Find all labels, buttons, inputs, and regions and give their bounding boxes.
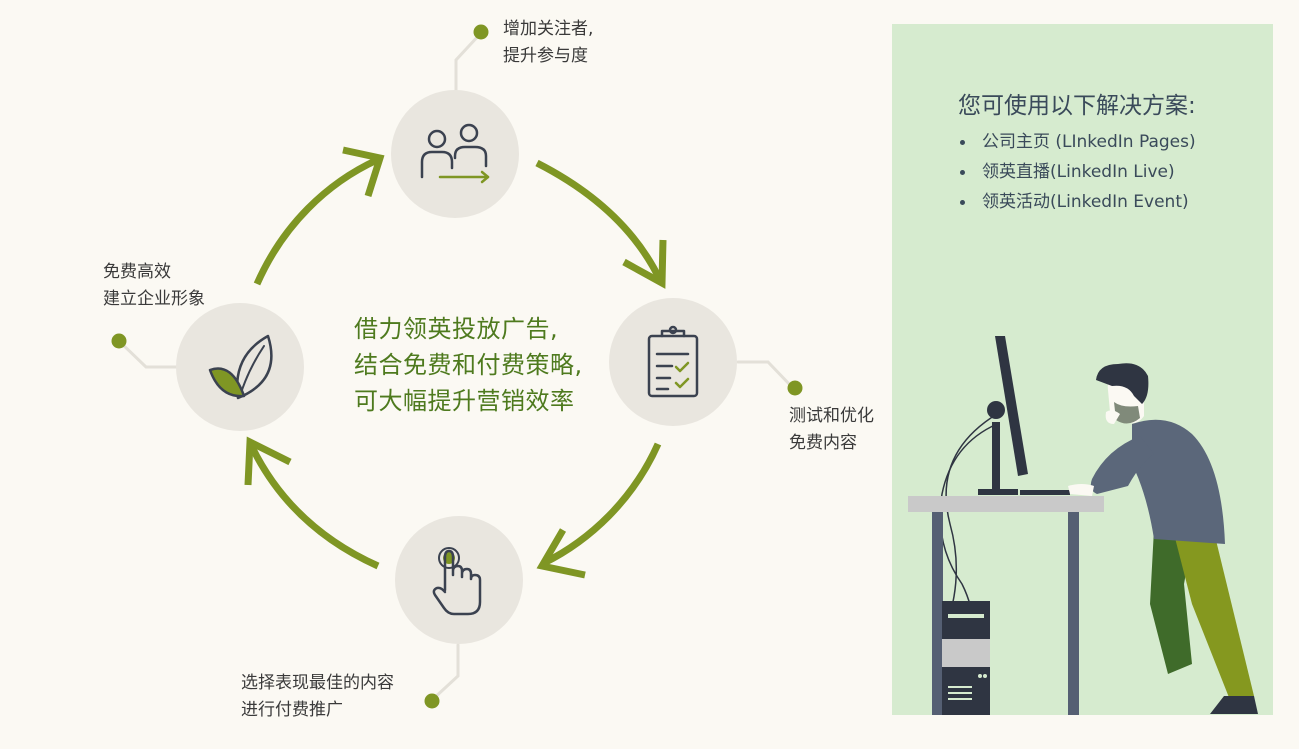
connector-promote	[430, 643, 460, 702]
panel-title: 您可使用以下解决方案:	[958, 93, 1196, 119]
label-engage: 增加关注者, 提升参与度	[503, 19, 594, 66]
arrow-brand-to-engage	[253, 156, 379, 286]
list-item: 领英活动(LinkedIn Event)	[958, 187, 1196, 217]
label-brand: 免费高效 建立企业形象	[103, 262, 205, 309]
connector-dot-engage	[473, 24, 489, 40]
arrow-test-to-promote	[542, 442, 662, 567]
hand-pointer-icon	[432, 547, 482, 616]
step-circle-promote	[395, 516, 523, 644]
label-test: 测试和优化 免费内容	[789, 406, 874, 453]
bullet-icon	[960, 170, 965, 175]
clipboard-check-icon	[647, 325, 699, 398]
connector-engage	[454, 31, 483, 94]
connector-test	[736, 360, 795, 390]
connector-dot-promote	[424, 693, 440, 709]
center-line-3: 可大幅提升营销效率	[354, 387, 575, 415]
center-statement: 借力领英投放广告, 结合免费和付费策略, 可大幅提升营销效率	[354, 311, 583, 419]
arrow-promote-to-brand	[248, 445, 380, 570]
connector-dot-test	[787, 380, 803, 396]
people-arrow-icon	[420, 123, 490, 184]
arrow-engage-to-test	[535, 159, 664, 282]
person-at-desk-illustration	[908, 336, 1258, 715]
leaf-icon	[208, 334, 273, 400]
label-promote: 选择表现最佳的内容 进行付费推广	[241, 673, 394, 720]
bullet-icon	[960, 140, 965, 145]
solutions-panel: 您可使用以下解决方案: 公司主页 (LInkedIn Pages) 领英直播(L…	[892, 24, 1273, 715]
connector-dot-brand	[111, 333, 127, 349]
cycle-diagram	[111, 24, 803, 709]
list-item: 公司主页 (LInkedIn Pages)	[958, 127, 1196, 157]
bullet-icon	[960, 200, 965, 205]
list-item: 领英直播(LinkedIn Live)	[958, 157, 1196, 187]
step-circle-test	[609, 298, 737, 426]
solutions-list: 公司主页 (LInkedIn Pages) 领英直播(LinkedIn Live…	[958, 127, 1196, 217]
connector-brand	[117, 339, 180, 369]
center-line-1: 借力领英投放广告,	[354, 315, 559, 343]
center-line-2: 结合免费和付费策略,	[354, 351, 583, 379]
